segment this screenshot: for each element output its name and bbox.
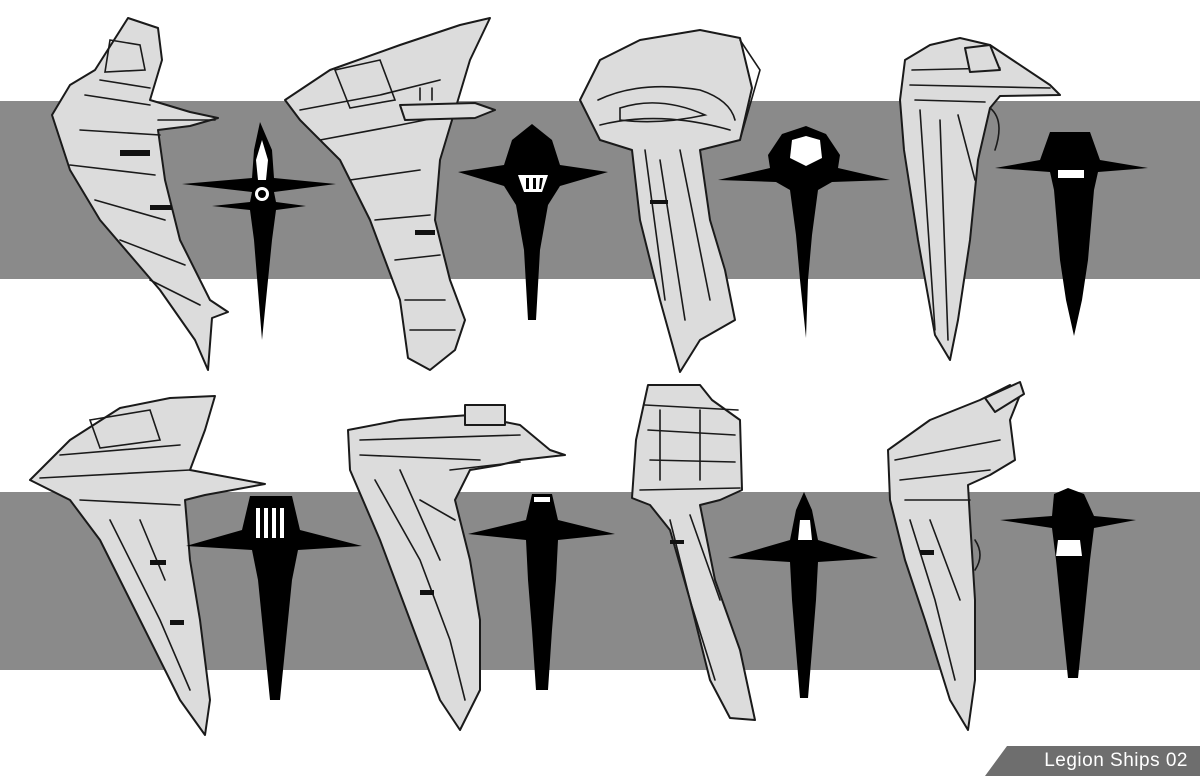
ship-3-silhouette — [718, 126, 890, 338]
ship-5-side-view — [29, 395, 266, 736]
ship-7-silhouette — [728, 492, 878, 698]
ship-2-silhouette — [458, 124, 608, 320]
ship-5-silhouette — [186, 496, 362, 700]
ship-8-side-view — [887, 381, 1025, 731]
ship-2-side-view — [284, 17, 496, 371]
caption-text: Legion Ships 02 — [1044, 750, 1188, 771]
sheet-caption: Legion Ships 02 — [985, 746, 1200, 776]
ship-7-side-view — [631, 384, 756, 721]
ship-1-side-view — [51, 17, 229, 371]
ship-4-silhouette — [995, 132, 1148, 336]
ship-3-side-view — [579, 29, 761, 373]
ship-6-side-view — [347, 404, 566, 731]
ship-4-side-view — [899, 37, 1061, 361]
ship-6-silhouette — [468, 494, 615, 690]
ship-1-silhouette — [182, 122, 336, 340]
ship-8-silhouette — [1000, 488, 1136, 678]
caption-box — [985, 746, 1200, 776]
